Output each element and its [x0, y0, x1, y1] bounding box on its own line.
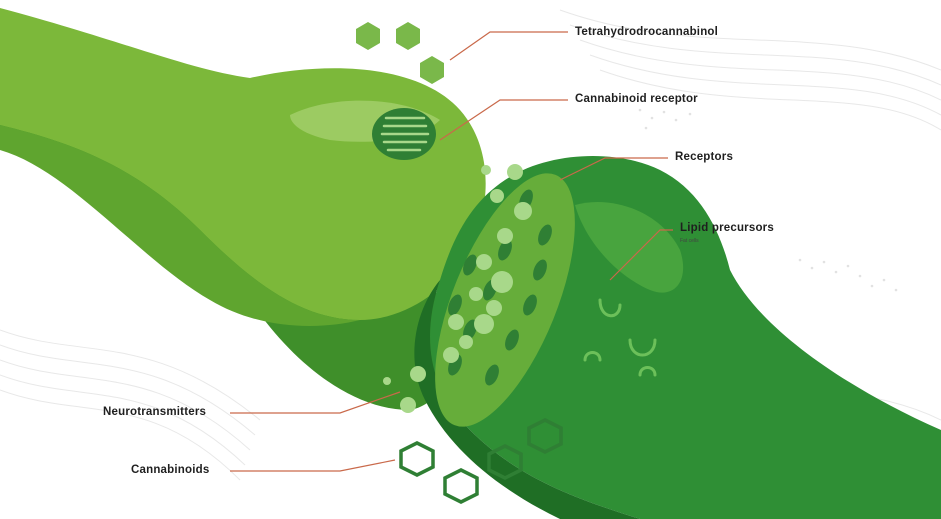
presynaptic-neuron [0, 8, 486, 410]
hexagon-molecule-icon [396, 22, 420, 50]
leader-line-thc [450, 32, 568, 60]
label-lipid-precursors-sub: Fat cells [680, 238, 699, 244]
hexagon-molecule-icon [420, 56, 444, 84]
label-lipid-precursors: Lipid precursors [680, 222, 774, 234]
label-cannabinoid-receptor: Cannabinoid receptor [575, 93, 698, 105]
postsynaptic-neuron [406, 155, 941, 519]
hexagon-molecule-icon [356, 22, 380, 50]
label-thc: Tetrahydrodrocannabinol [575, 26, 718, 38]
label-neurotransmitters: Neurotransmitters [103, 406, 206, 418]
label-receptors: Receptors [675, 151, 733, 163]
label-cannabinoids: Cannabinoids [131, 464, 209, 476]
hexagon-outline-icon [445, 470, 477, 502]
leader-line-cannabinoids [230, 460, 395, 471]
cannabinoid-receptor-icon [372, 108, 436, 160]
hexagon-outline-icon [401, 443, 433, 475]
